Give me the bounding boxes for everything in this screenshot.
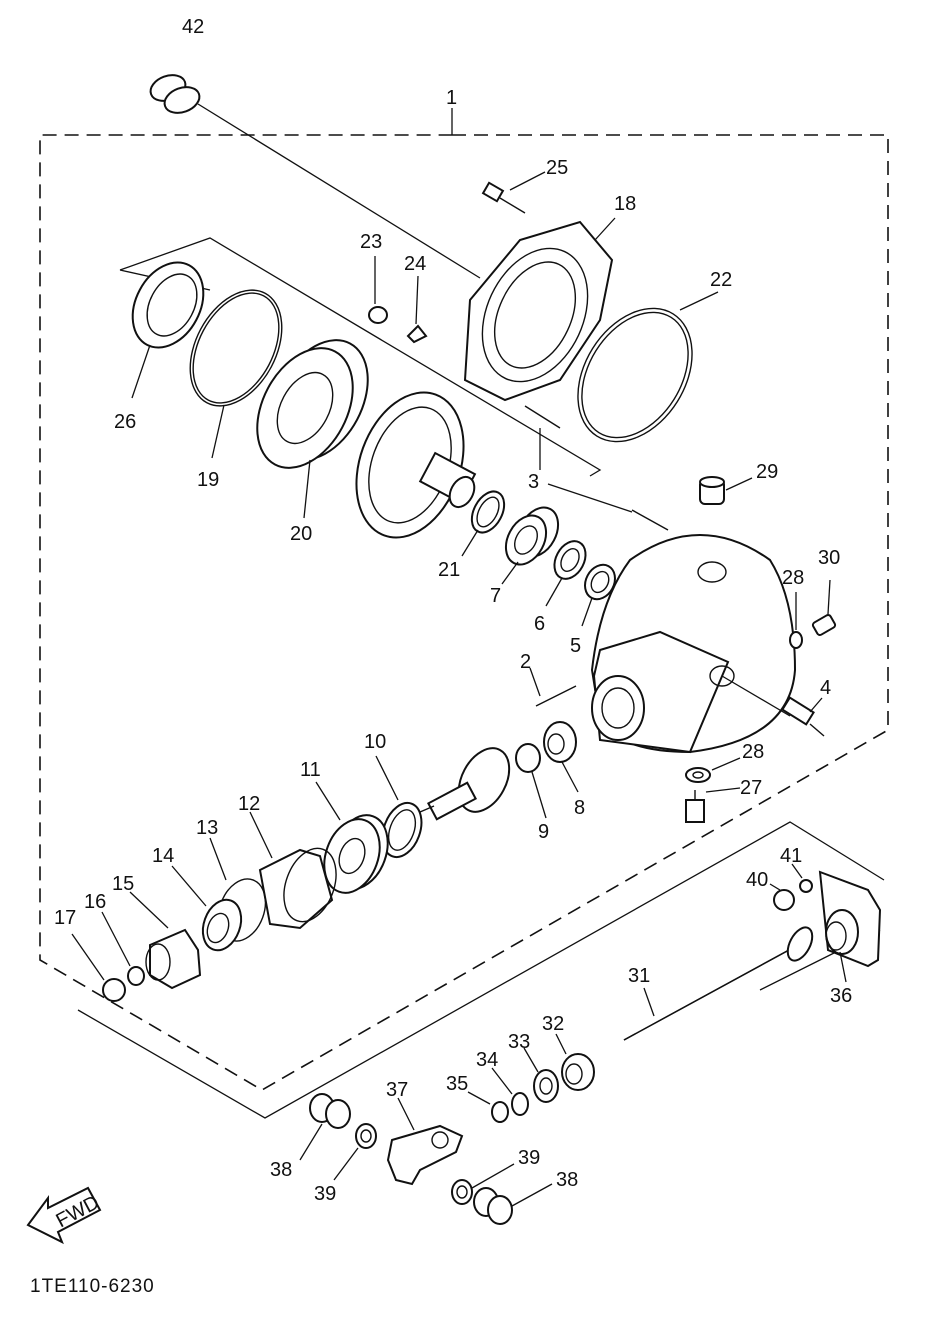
callout-37: 37 (386, 1079, 408, 1101)
callout-11: 11 (300, 759, 321, 781)
callout-13: 13 (196, 817, 218, 839)
callout-22: 22 (710, 269, 732, 291)
nut-23-icon (368, 256, 388, 324)
plug-27-icon (685, 787, 741, 823)
callout-39-left: 39 (314, 1183, 336, 1205)
shim-10-icon (375, 755, 423, 859)
callout-14: 14 (152, 845, 174, 867)
bush-38-right-icon (473, 1183, 553, 1225)
callout-41: 41 (780, 845, 802, 867)
assembly-boundary (39, 108, 889, 1091)
nut-17-icon (71, 933, 126, 1002)
callout-34: 34 (476, 1049, 498, 1071)
callout-19: 19 (197, 469, 219, 491)
cap-29-icon (699, 476, 753, 505)
bracket-lines (77, 237, 885, 1119)
callout-10: 10 (364, 731, 386, 753)
callout-16: 16 (84, 891, 106, 913)
washer-33-icon (523, 1047, 559, 1103)
bolt-30-icon (811, 579, 837, 636)
callout-38-right: 38 (556, 1169, 578, 1191)
callout-25: 25 (546, 157, 568, 179)
callout-33: 33 (508, 1031, 530, 1053)
bolt-25-icon (481, 171, 546, 214)
seal-14-icon (171, 865, 243, 952)
callout-27: 27 (740, 777, 762, 799)
callout-1: 1 (446, 87, 457, 109)
callout-21: 21 (438, 559, 460, 581)
callout-4: 4 (820, 677, 831, 699)
final-drive-housing-icon (590, 534, 797, 754)
nut-41-icon (791, 863, 813, 893)
callout-28: 28 (782, 567, 804, 589)
bearing-11-icon (315, 781, 389, 894)
callout-17: 17 (54, 907, 76, 929)
callout-23: 23 (360, 231, 382, 253)
collar-9-icon (515, 743, 547, 819)
bolt-40-icon (769, 883, 795, 911)
callout-18: 18 (614, 193, 636, 215)
universal-joint-37-icon (386, 1097, 464, 1186)
shaft-31-icon (623, 926, 814, 1041)
washer-39-right-icon (451, 1163, 515, 1205)
shim-21-icon (461, 490, 506, 557)
bearing-8-icon (543, 721, 579, 793)
bearing-7-icon (501, 506, 560, 585)
callout-26: 26 (114, 411, 136, 433)
callout-15: 15 (112, 873, 134, 895)
callout-20: 20 (290, 523, 312, 545)
callout-28b: 28 (742, 741, 764, 763)
bushing-42-icon (149, 74, 481, 279)
bush-38-left-icon (299, 1093, 351, 1161)
drawing-code: 1TE110-6230 (30, 1276, 155, 1297)
forward-arrow-icon: FWD (26, 1186, 103, 1245)
callout-5: 5 (570, 635, 581, 657)
callout-9: 9 (538, 821, 549, 843)
spacer-6-icon (545, 540, 587, 607)
callout-labels: 42 1 25 18 23 24 22 26 19 20 3 29 21 7 6… (54, 16, 852, 1205)
oring-19-icon (189, 289, 283, 459)
stud-3-icon (524, 405, 669, 531)
ring-gear-icon (355, 391, 477, 539)
circlip-34-icon (491, 1067, 529, 1116)
callout-30: 30 (818, 547, 840, 569)
clip-24-icon (406, 275, 428, 344)
callout-31: 31 (628, 965, 650, 987)
callout-35: 35 (446, 1073, 468, 1095)
callout-3: 3 (528, 471, 539, 493)
bearing-housing-12-icon (249, 811, 337, 930)
callout-12: 12 (238, 793, 260, 815)
bearing-20-icon (256, 339, 369, 519)
callout-8: 8 (574, 797, 585, 819)
callout-42: 42 (182, 16, 204, 38)
callout-24: 24 (404, 253, 426, 275)
callout-39-right: 39 (518, 1147, 540, 1169)
spring-36-icon (825, 909, 859, 983)
pinion-gear-icon (419, 747, 511, 821)
washer-39-left-icon (333, 1123, 377, 1181)
callout-32: 32 (542, 1013, 564, 1035)
pin-4-icon (781, 696, 825, 737)
callout-36: 36 (830, 985, 852, 1007)
callout-2: 2 (520, 651, 531, 673)
callout-29: 29 (756, 461, 778, 483)
washer-28-icon (789, 592, 803, 649)
callout-7: 7 (490, 585, 501, 607)
washer-28b-icon (685, 757, 741, 783)
callout-6: 6 (534, 613, 545, 635)
callout-38-left: 38 (270, 1159, 292, 1181)
seal-32-icon (555, 1033, 595, 1091)
washer-16-icon (101, 911, 145, 986)
seal-26-icon (131, 261, 205, 399)
callout-40: 40 (746, 869, 768, 891)
cover-18-icon (463, 217, 616, 402)
circlip-35-icon (467, 1091, 509, 1123)
coupling-15-icon (129, 891, 202, 990)
stud-2-icon (529, 667, 577, 707)
oring-22-icon (577, 291, 719, 443)
